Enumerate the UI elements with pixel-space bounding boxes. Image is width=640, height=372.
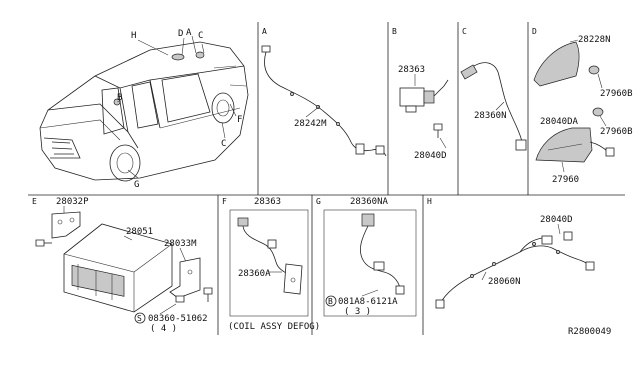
part-28051: 28051: [126, 227, 153, 237]
car-label-d: D: [178, 29, 183, 39]
section-b-letter: B: [392, 27, 397, 36]
part-28032p: 28032P: [56, 197, 89, 207]
coil-assy-28360a: [237, 217, 303, 295]
nut-27960b-1: [588, 65, 600, 75]
screw-symbol-s: [134, 312, 146, 324]
part-27960: 27960: [552, 175, 579, 185]
part-28363-f: 28363: [254, 197, 281, 207]
harness-28242m: [261, 45, 387, 157]
diagram-code: R2800049: [568, 327, 611, 337]
part-28040da: 28040DA: [540, 117, 579, 127]
car-label-g: G: [134, 180, 139, 190]
section-f-letter: F: [222, 197, 227, 206]
section-g-letter: G: [316, 197, 321, 206]
car-callout-lines: [116, 35, 237, 179]
harness-28060n: [435, 231, 595, 309]
part-28228n: 28228N: [578, 35, 611, 45]
car-illustration: [39, 41, 249, 182]
car-label-c-top: C: [198, 31, 203, 41]
bolt-symbol-b: [325, 295, 337, 307]
part-28040d-h: 28040D: [540, 215, 573, 225]
section-c-letter: C: [462, 27, 467, 36]
note-coil-assy-defog: (COIL ASSY DEFOG): [228, 322, 320, 332]
section-d-letter: D: [532, 27, 537, 36]
bracket-28033m: [169, 257, 201, 299]
part-08360-51062: 08360-51062: [148, 314, 208, 324]
part-27960b-2: 27960B: [600, 127, 633, 137]
bracket-28032p: [51, 211, 81, 239]
qty-081a8-6121a: ( 3 ): [344, 307, 371, 317]
antenna-cover-28228n: [533, 41, 580, 87]
cable-28360na: [360, 213, 405, 295]
car-label-a: A: [186, 28, 192, 38]
car-label-b: B: [117, 93, 122, 103]
antenna-base-27960: [535, 127, 615, 163]
screw-e-left: [35, 239, 52, 247]
part-081a8-6121a: 081A8-6121A: [338, 297, 398, 307]
part-28242m: 28242M: [294, 119, 327, 129]
coil-box-g: [323, 209, 417, 317]
part-28360n: 28360N: [474, 111, 507, 121]
part-28033m: 28033M: [164, 239, 197, 249]
coil-box: [229, 209, 309, 317]
part-28060n: 28060N: [488, 277, 521, 287]
section-a-letter: A: [262, 27, 267, 36]
part-28360a: 28360A: [238, 269, 271, 279]
module-28363-b: [399, 79, 449, 113]
car-label-c: C: [221, 139, 226, 149]
car-label-h: H: [131, 31, 136, 41]
part-28363-b: 28363: [398, 65, 425, 75]
control-unit-28051: [63, 223, 173, 313]
section-e-letter: E: [32, 197, 37, 206]
nut-27960b-2: [592, 107, 604, 117]
part-28040d-b: 28040D: [414, 151, 447, 161]
section-h-letter: H: [427, 197, 432, 206]
bolt-symbol-b-text: B: [328, 297, 333, 306]
car-label-f: F: [237, 115, 242, 125]
screw-e-right: [175, 287, 213, 303]
qty-08360-51062: ( 4 ): [150, 324, 177, 334]
screw-symbol-s-text: S: [137, 314, 142, 323]
part-27960b-1: 27960B: [600, 89, 633, 99]
screw-28040d-b: [433, 123, 443, 138]
part-28360na: 28360NA: [350, 197, 389, 207]
cable-28360n: [460, 62, 527, 151]
panel-dividers: [28, 22, 625, 335]
